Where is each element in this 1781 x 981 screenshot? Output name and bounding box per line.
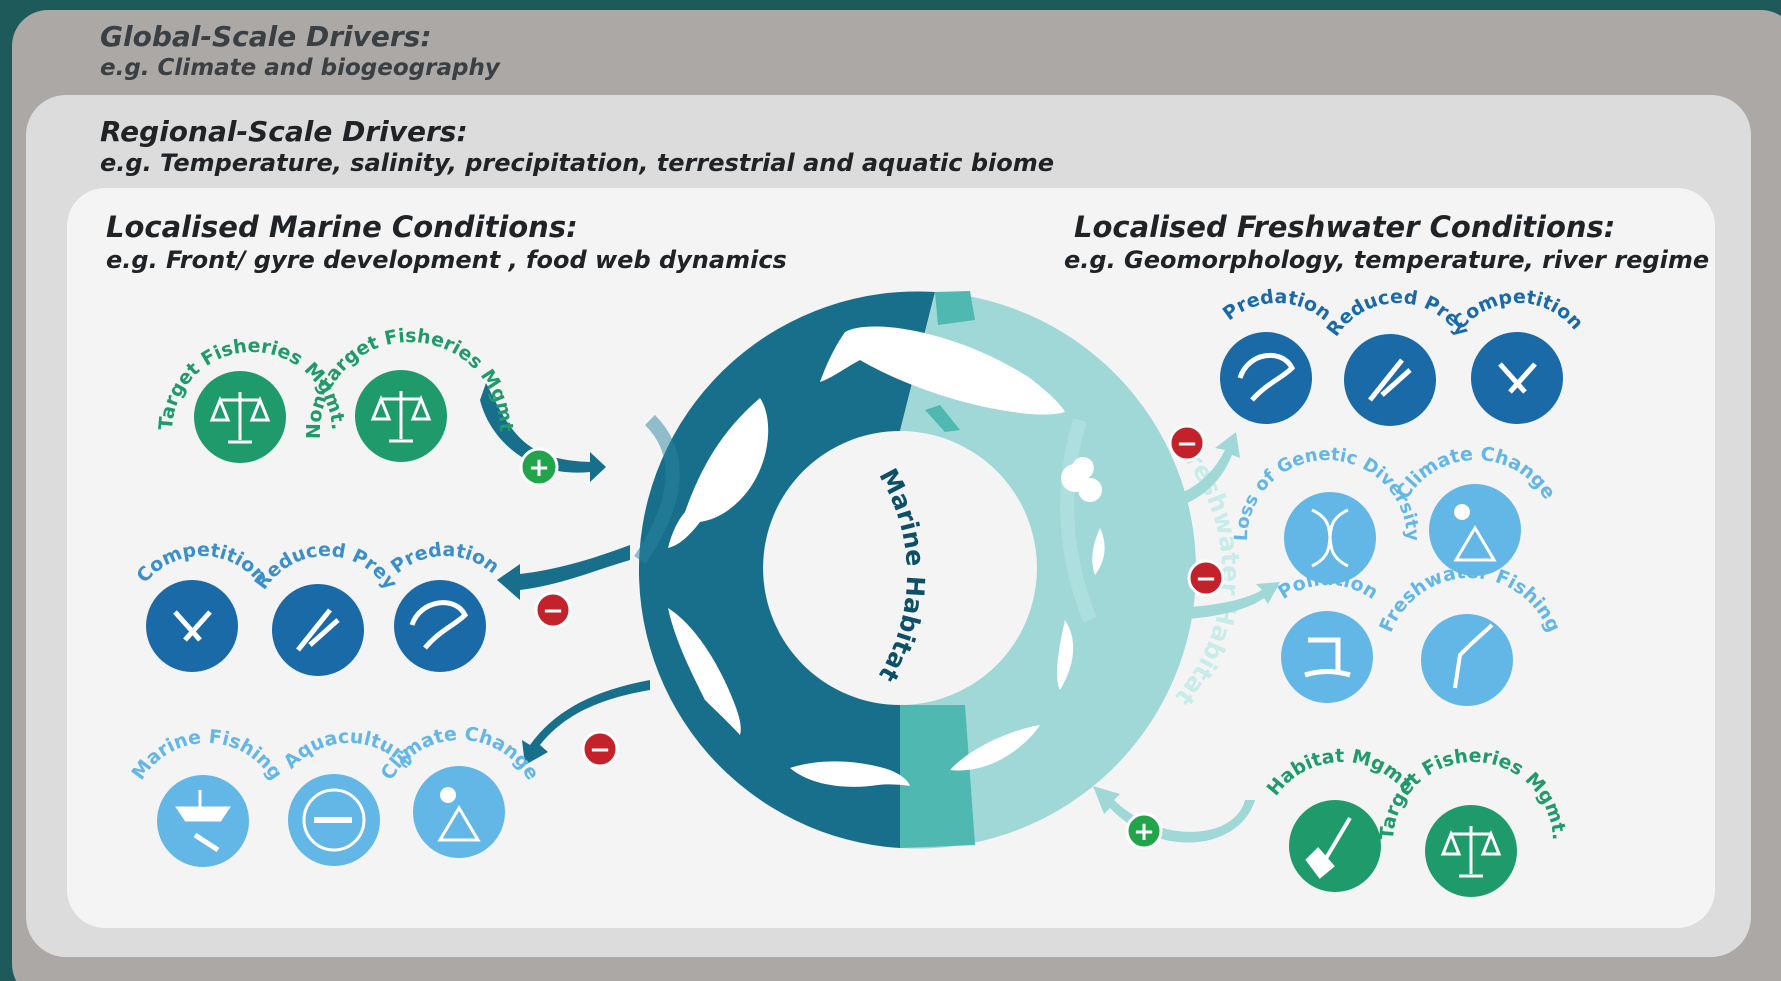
angler-glyph: [1453, 623, 1494, 689]
sun-glyph: [440, 787, 456, 803]
marine-conditions-example: e.g. Front/ gyre development , food web …: [106, 246, 787, 274]
predation-glyph: [1237, 352, 1296, 402]
freshwater-conditions-example: e.g. Geomorphology, temperature, river r…: [1064, 246, 1710, 274]
competition-icon: [146, 580, 238, 672]
salmon-icon: [1057, 620, 1074, 690]
left-human-group: Marine Fishing Aquaculture Climate Chang…: [127, 723, 543, 867]
marine-ring-segment: [638, 291, 935, 849]
negative-sign-text: −: [1176, 429, 1198, 459]
regional-drivers-example: e.g. Temperature, salinity, precipitatio…: [100, 149, 1055, 177]
egg-icon: [1072, 457, 1094, 479]
salmon-icon: [668, 608, 741, 735]
angler-icon: [1421, 614, 1513, 706]
reduced-prey-icon: [1344, 334, 1436, 426]
global-drivers-title: Global-Scale Drivers:: [100, 20, 432, 53]
salmon-icon: [820, 326, 1065, 415]
boat-glyph: [175, 790, 231, 822]
water-texture: [1060, 417, 1097, 623]
positive-sign-text: +: [1133, 817, 1155, 847]
competition-glyph: [173, 610, 212, 642]
regional-drivers-title: Regional-Scale Drivers:: [100, 115, 468, 148]
dna-glyph: [1311, 508, 1349, 568]
left-biotic-group: Competition Reduced Prey Predation: [132, 539, 503, 676]
freshwater-conditions-title: Localised Freshwater Conditions:: [1074, 210, 1616, 244]
negative-flow-arrow: [1160, 582, 1280, 620]
predation-icon: [1220, 332, 1312, 424]
salmon-icon: [668, 398, 769, 548]
shovel-glyph: [1305, 816, 1352, 879]
marine-conditions-title: Localised Marine Conditions:: [106, 210, 578, 244]
competition-glyph: [1498, 362, 1537, 394]
predation-icon: [394, 580, 486, 672]
reduced-prey-glyph: [296, 608, 340, 652]
positive-sign-icon: [1125, 812, 1163, 850]
right-biotic-group: Predation Reduced Prey Competition: [1219, 286, 1588, 426]
scales-glyph: [1440, 826, 1502, 878]
life-cycle-ring: [634, 291, 1197, 849]
salmon-silhouettes: [668, 326, 1105, 787]
transition-zone-upper: [925, 405, 960, 432]
positive-sign-icon: [519, 447, 559, 487]
negative-sign-text: −: [542, 596, 564, 626]
global-drivers-example: e.g. Climate and biogeography: [100, 55, 500, 81]
negative-sign-text: −: [589, 735, 611, 765]
sign-badges: + − − − − +: [519, 424, 1225, 850]
scales-glyph: [370, 391, 432, 443]
negative-flow-arrow: [522, 680, 650, 765]
egg-icon: [1078, 478, 1102, 502]
negative-sign-icon: [534, 591, 572, 629]
pipe-glyph: [1304, 637, 1351, 678]
sun-glyph: [1454, 504, 1470, 520]
negative-sign-icon: [581, 730, 619, 768]
reduced-prey-glyph: [1368, 358, 1412, 402]
scales-glyph: [209, 392, 271, 444]
predation-glyph: [409, 600, 469, 650]
pen-glyph: [302, 788, 366, 852]
salmon-icon: [1092, 528, 1105, 575]
negative-sign-text: −: [1195, 564, 1217, 594]
negative-sign-icon: [1168, 424, 1206, 462]
salmon-icon: [950, 725, 1040, 771]
negative-flow-arrow: [1155, 432, 1240, 512]
positive-flow-arrow: [1093, 786, 1255, 843]
reduced-prey-icon: [272, 584, 364, 676]
warning-glyph: [437, 805, 481, 842]
competition-icon: [1471, 332, 1563, 424]
fish-glyph: [193, 832, 220, 853]
negative-flow-arrow: [497, 545, 630, 600]
water-texture: [634, 415, 680, 564]
warning-glyph: [1453, 525, 1497, 562]
salmon-icon: [790, 761, 910, 787]
climate-warning-icon: [413, 766, 505, 858]
transition-zone-top: [935, 291, 975, 325]
freshwater-ring-segment: [900, 292, 1197, 849]
negative-sign-icon: [1187, 559, 1225, 597]
pollution-pipe-icon: [1281, 611, 1373, 703]
positive-sign-text: +: [528, 453, 550, 483]
transition-zone-bottom: [900, 705, 975, 848]
